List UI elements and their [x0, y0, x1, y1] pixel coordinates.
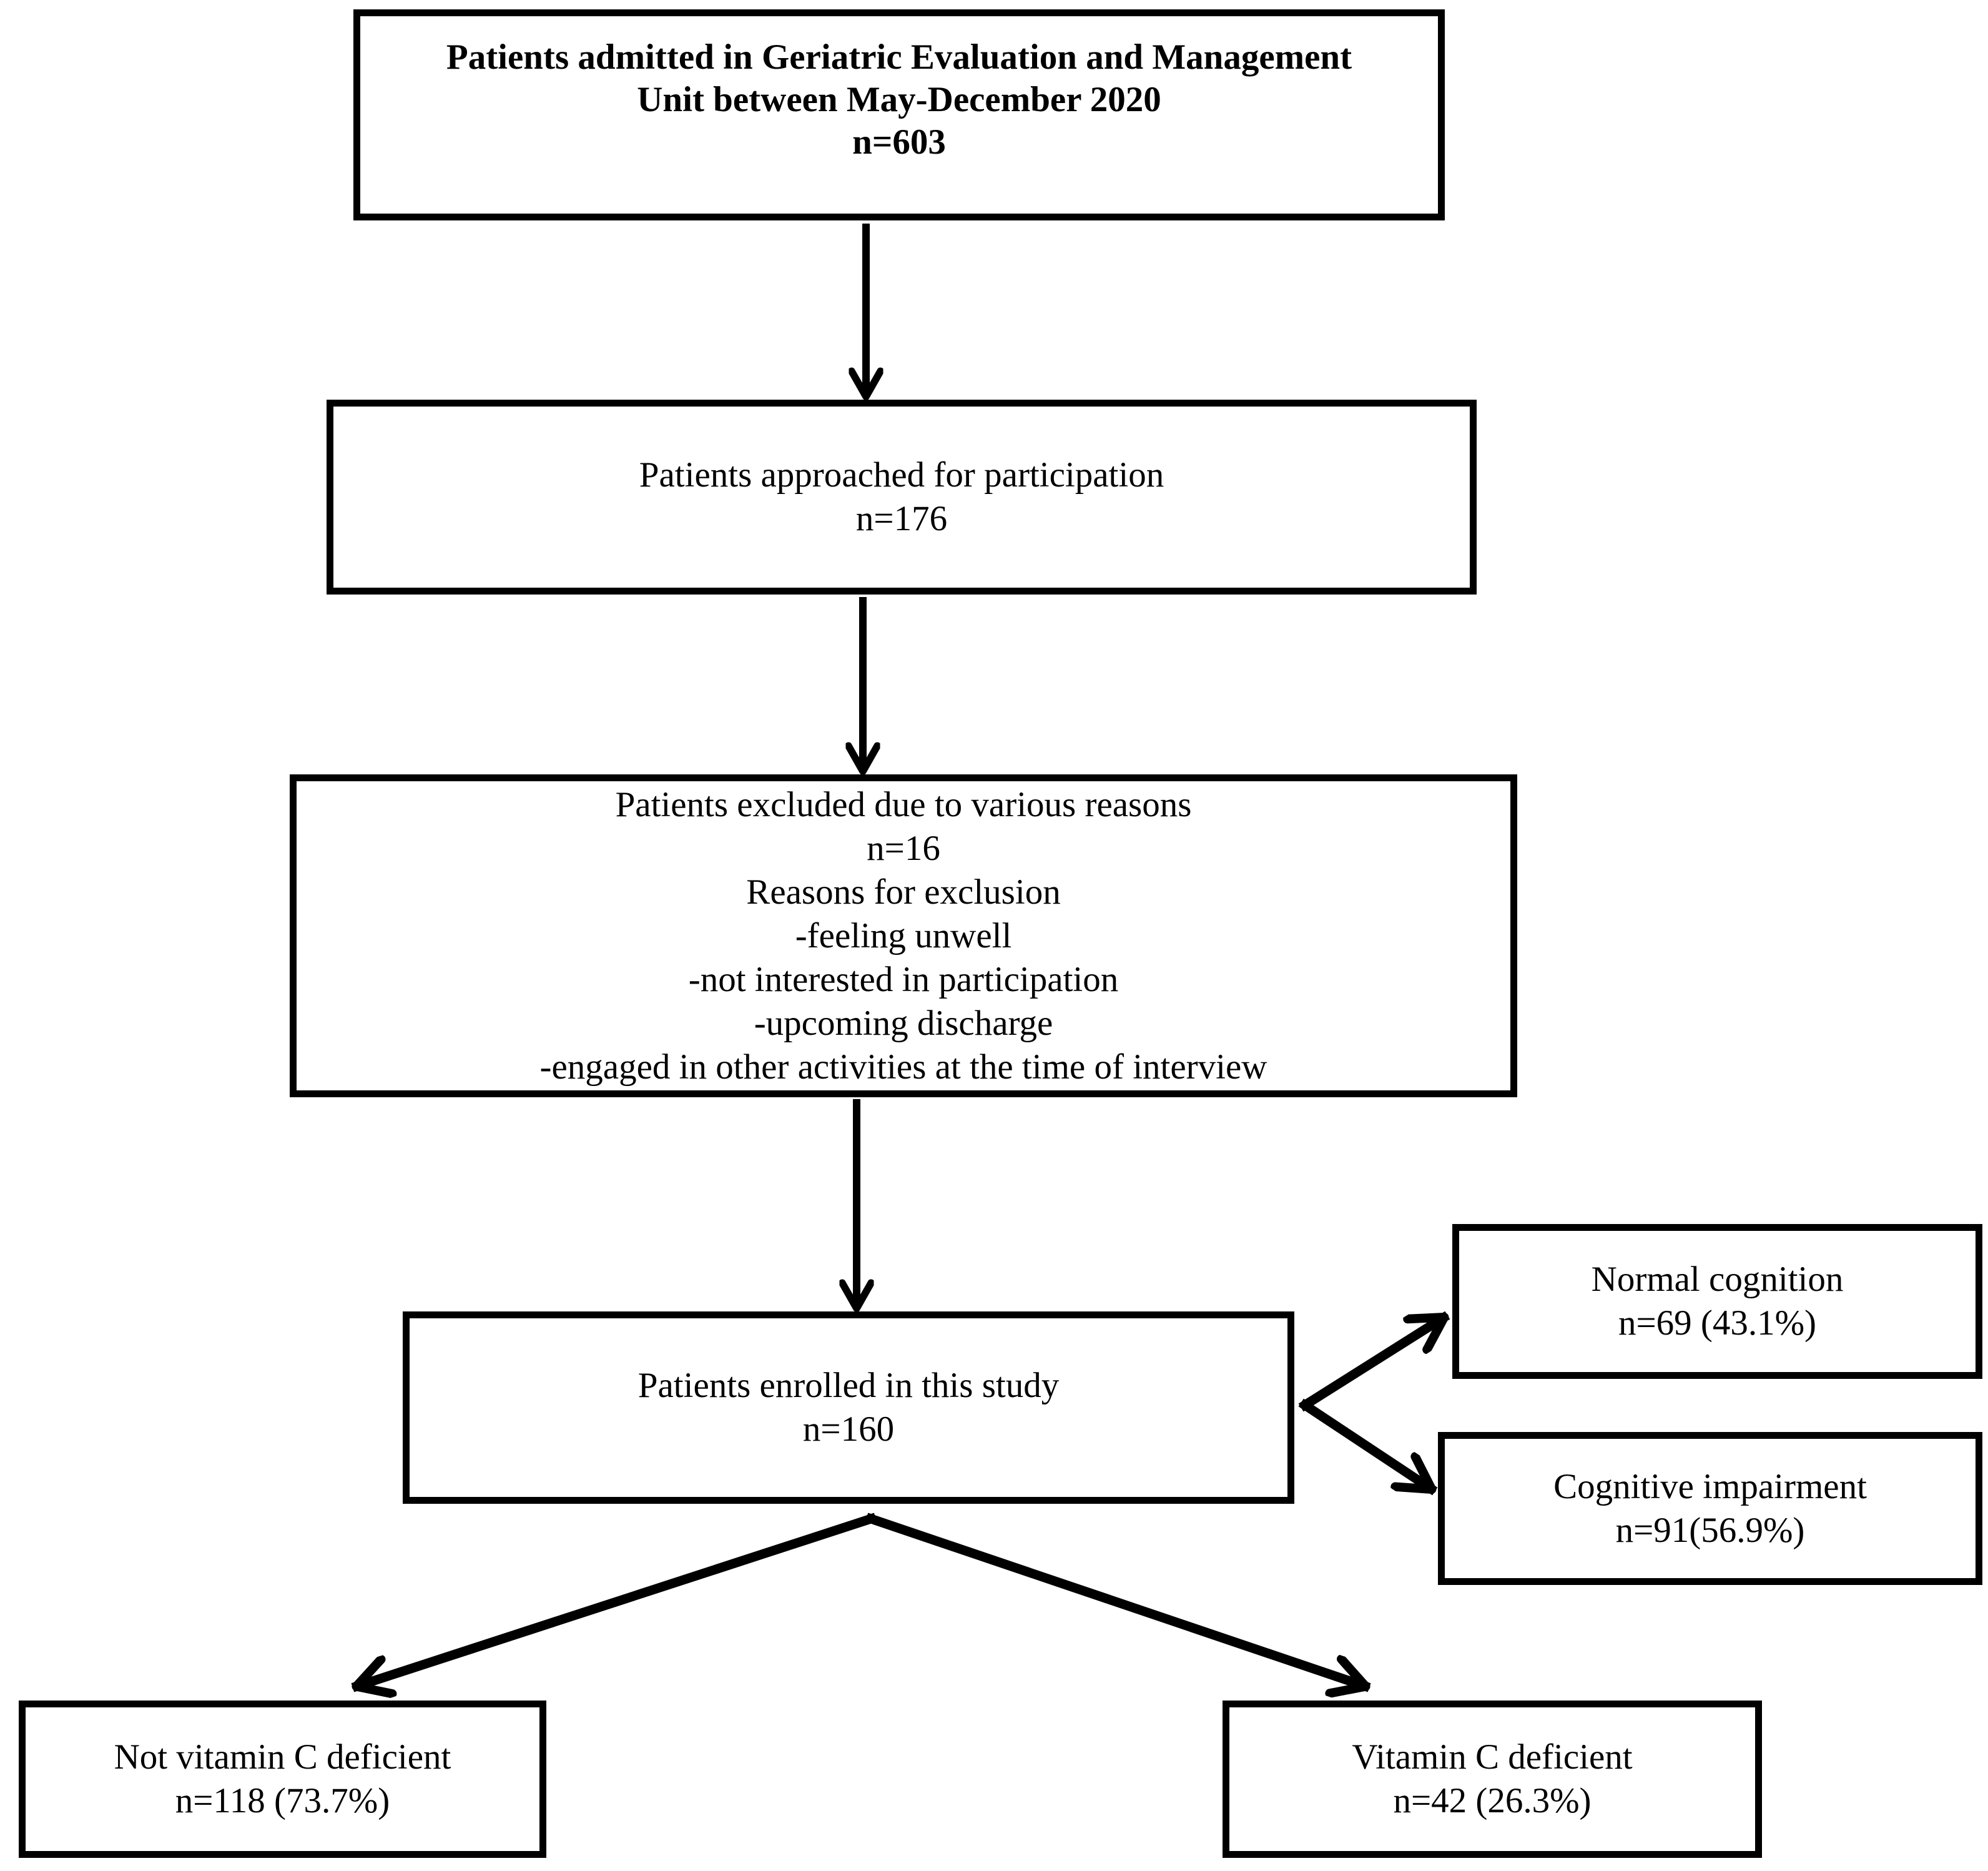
box-excluded-reasons-heading: Reasons for exclusion [746, 872, 1061, 912]
box-cognitive-impairment: Cognitive impairment n=91(56.9%) [1438, 1432, 1982, 1585]
box-cognitive-impairment-count: n=91(56.9%) [1615, 1510, 1805, 1550]
box-enrolled-line-1: Patients enrolled in this study [637, 1366, 1060, 1405]
box-excluded-reason-2: -not interested in participation [688, 959, 1119, 999]
box-vitamin-c-deficient: Vitamin C deficient n=42 (26.3%) [1223, 1701, 1762, 1858]
box-excluded-line-1: Patients excluded due to various reasons [615, 784, 1192, 824]
box-admitted-line-2: Unit between May-December 2020 [637, 80, 1161, 119]
arrow-enrolled-to-vitamin-c-deficient [865, 1513, 1371, 1686]
box-excluded-reason-1: -feeling unwell [795, 916, 1012, 955]
box-excluded-reason-4: -engaged in other activities at the time… [539, 1047, 1267, 1087]
box-not-vitamin-c-deficient: Not vitamin C deficient n=118 (73.7%) [19, 1701, 546, 1858]
arrow-enrolled-to-not-vitamin-c-deficient [351, 1513, 877, 1686]
box-normal-cognition: Normal cognition n=69 (43.1%) [1452, 1224, 1982, 1379]
box-admitted-count: n=603 [852, 122, 946, 162]
box-not-vitamin-c-deficient-line-1: Not vitamin C deficient [114, 1737, 451, 1777]
box-normal-cognition-count: n=69 (43.1%) [1618, 1303, 1817, 1343]
box-excluded-count: n=16 [867, 828, 940, 868]
box-cognitive-impairment-line-1: Cognitive impairment [1553, 1466, 1867, 1506]
box-approached: Patients approached for participation n=… [327, 400, 1477, 595]
box-enrolled: Patients enrolled in this study n=160 [403, 1311, 1294, 1504]
box-approached-line-1: Patients approached for participation [639, 455, 1164, 495]
arrow-enrolled-to-cognitive-impairment [1298, 1398, 1438, 1496]
box-approached-count: n=176 [855, 499, 948, 538]
box-not-vitamin-c-deficient-count: n=118 (73.7%) [175, 1781, 390, 1820]
box-excluded: Patients excluded due to various reasons… [290, 774, 1517, 1097]
box-admitted: Patients admitted in Geriatric Evaluatio… [353, 9, 1445, 220]
box-vitamin-c-deficient-count: n=42 (26.3%) [1393, 1781, 1592, 1820]
box-vitamin-c-deficient-line-1: Vitamin C deficient [1352, 1737, 1633, 1777]
box-excluded-reason-3: -upcoming discharge [754, 1003, 1053, 1043]
box-normal-cognition-line-1: Normal cognition [1591, 1260, 1844, 1299]
arrow-enrolled-to-normal-cognition [1298, 1311, 1450, 1412]
box-admitted-line-1: Patients admitted in Geriatric Evaluatio… [446, 37, 1352, 77]
box-enrolled-count: n=160 [802, 1409, 895, 1449]
